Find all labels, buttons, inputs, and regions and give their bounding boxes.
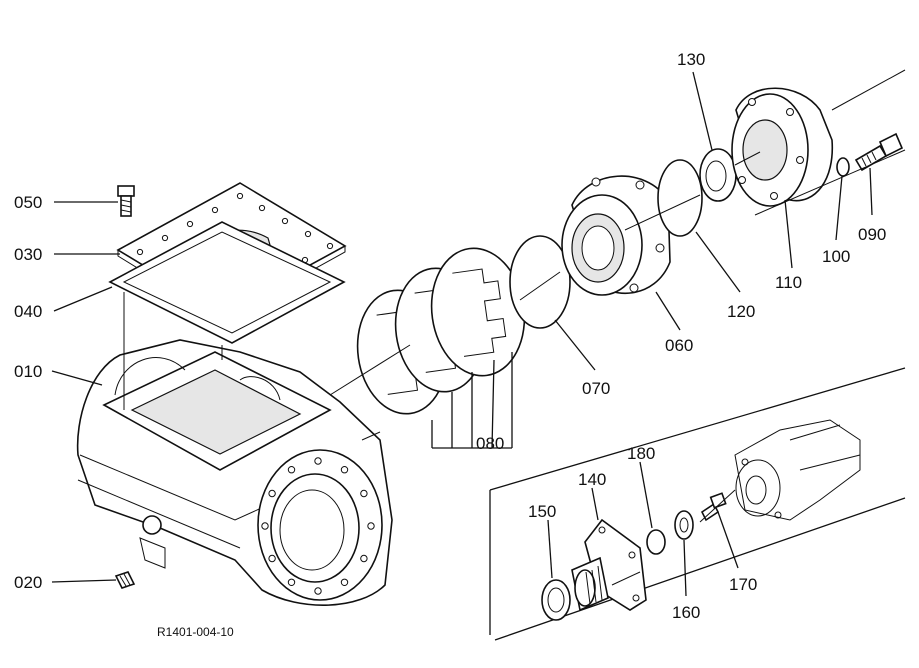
drawing-reference: R1401-004-10: [157, 625, 234, 639]
bolt-hole: [360, 489, 368, 498]
part-label-100: 100: [822, 247, 850, 266]
bolt-hole: [340, 578, 349, 586]
o-ring-large[interactable]: [509, 235, 571, 329]
part-label-030: 030: [14, 245, 42, 264]
part-label-080: 080: [476, 434, 504, 453]
bolt-hole: [261, 522, 269, 530]
cover-hole: [136, 248, 144, 256]
shaft-seal[interactable]: [541, 579, 571, 621]
part-label-120: 120: [727, 302, 755, 321]
small-o-ring[interactable]: [646, 529, 666, 555]
part-label-110: 110: [775, 273, 802, 292]
bolt-hole: [268, 489, 276, 498]
hex-bolt[interactable]: [700, 492, 727, 522]
bolt-hole: [314, 457, 322, 465]
housing-bolt-holes: [261, 457, 375, 595]
bolt-hole: [314, 587, 322, 595]
cover-hole: [211, 206, 219, 214]
bearing-cover[interactable]: [571, 518, 647, 612]
cover-hole: [304, 230, 312, 238]
bolt-hole: [367, 522, 375, 530]
cover-hole: [281, 217, 289, 225]
cover-gasket[interactable]: [108, 221, 346, 344]
part-label-090: 090: [858, 225, 886, 244]
cover-hole: [236, 192, 244, 200]
shaft-housing-reference: [734, 419, 861, 521]
drain-plug[interactable]: [114, 571, 136, 589]
bolt-hole: [360, 554, 368, 563]
part-label-170: 170: [729, 575, 757, 594]
part-label-150: 150: [528, 502, 556, 521]
transmission-housing[interactable]: [76, 339, 393, 606]
o-ring-small[interactable]: [657, 159, 703, 237]
part-label-140: 140: [578, 470, 606, 489]
cover-hole: [161, 234, 169, 242]
cover-hole: [186, 220, 194, 228]
washer[interactable]: [674, 510, 694, 540]
bolt-hole: [340, 466, 349, 474]
flange-bolt[interactable]: [854, 132, 904, 172]
part-label-130: 130: [677, 50, 705, 69]
part-label-180: 180: [627, 444, 655, 463]
axle-flange[interactable]: [731, 87, 834, 207]
brake-case[interactable]: [561, 175, 671, 296]
oil-seal[interactable]: [699, 148, 737, 202]
cover-hole: [258, 204, 266, 212]
part-label-020: 020: [14, 573, 42, 592]
cover-bolt[interactable]: [117, 185, 135, 217]
cover-hole: [326, 242, 334, 250]
spring-washer[interactable]: [836, 157, 850, 177]
brake-disc-stack[interactable]: [350, 242, 533, 419]
bolt-hole: [287, 578, 296, 586]
part-label-040: 040: [14, 302, 42, 321]
bolt-hole: [268, 554, 276, 563]
part-label-070: 070: [582, 379, 610, 398]
part-label-050: 050: [14, 193, 42, 212]
part-label-060: 060: [665, 336, 693, 355]
part-label-160: 160: [672, 603, 700, 622]
bolt-hole: [287, 466, 296, 474]
part-label-010: 010: [14, 362, 42, 381]
